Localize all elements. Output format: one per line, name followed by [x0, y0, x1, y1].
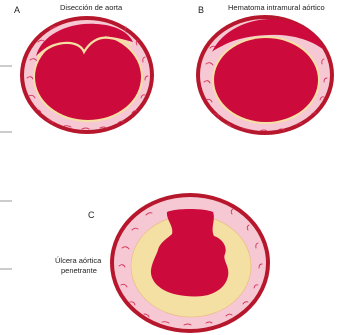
panel-c-caption-line1: Úlcera aórtica [55, 256, 102, 265]
panel-b-letter: B [198, 5, 204, 15]
panel-b-caption: Hematoma intramural aórtico [228, 3, 325, 12]
panel-a-dissection: A Disección de aorta [14, 3, 154, 134]
panel-a-letter: A [14, 5, 20, 15]
panel-b-intramural-hematoma: B Hematoma intramural aórtico [196, 3, 334, 135]
panel-a-caption: Disección de aorta [60, 3, 123, 12]
left-guide-lines [0, 66, 12, 269]
panel-b-lumen [214, 38, 318, 122]
panel-c-penetrating-ulcer: C Úlcera aórtica penetrante [55, 193, 270, 333]
panel-c-letter: C [88, 210, 95, 220]
panel-c-caption-line2: penetrante [61, 266, 97, 275]
